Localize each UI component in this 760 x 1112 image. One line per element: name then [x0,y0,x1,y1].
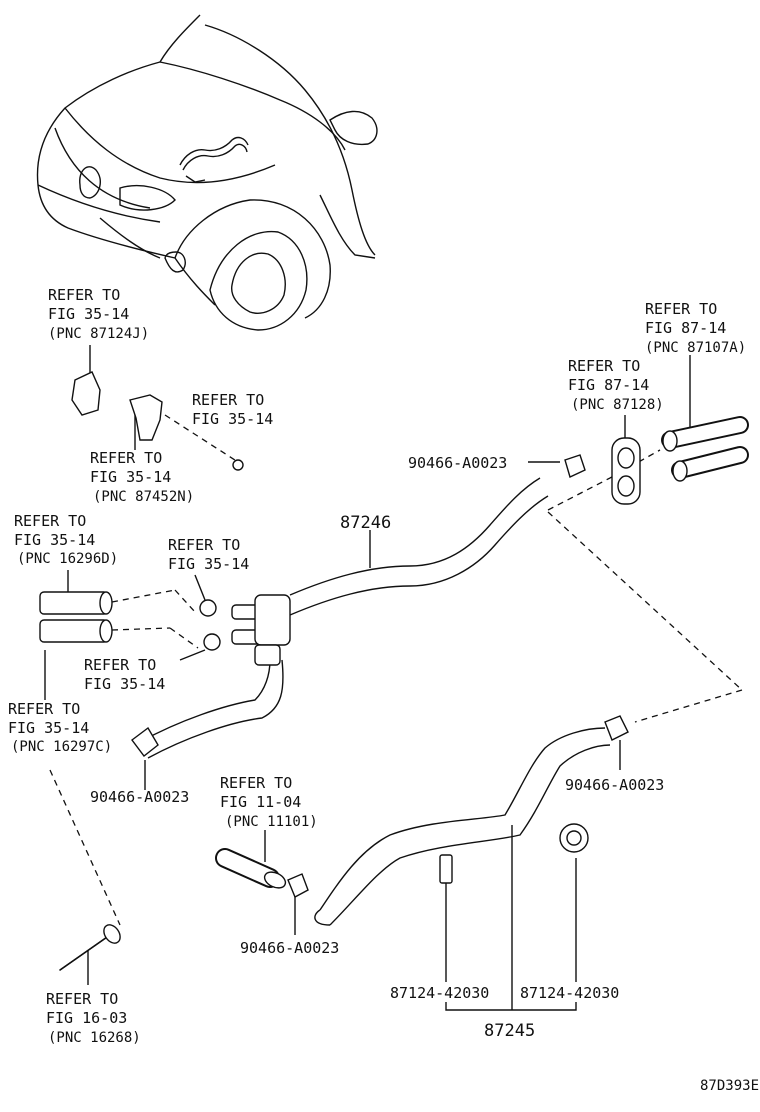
leader-lines [44,345,743,1011]
svg-text:REFER TO: REFER TO [46,990,118,1008]
refer-label-g: REFER TO FIG 35-14 (PNC 16297C) [8,700,112,755]
part-number-87246: 87246 [340,513,391,533]
refer-label-e: REFER TO FIG 35-14 [168,536,249,573]
svg-text:(PNC 16296D): (PNC 16296D) [17,551,118,567]
part-number-87245: 87245 [484,1021,535,1041]
part-number-grommet-2: 87124-42030 [520,984,619,1002]
part-number-clamp-right: 90466-A0023 [565,776,664,794]
svg-text:(PNC 87128): (PNC 87128) [571,397,664,413]
svg-text:FIG 35-14: FIG 35-14 [192,410,273,428]
svg-text:(PNC 87124J): (PNC 87124J) [48,326,149,342]
refer-label-i: REFER TO FIG 16-03 (PNC 16268) [46,990,141,1046]
svg-text:REFER TO: REFER TO [8,700,80,718]
svg-text:FIG 35-14: FIG 35-14 [84,675,165,693]
svg-text:REFER TO: REFER TO [84,656,156,674]
svg-text:REFER TO: REFER TO [90,449,162,467]
refer-label-j: REFER TO FIG 87-14 (PNC 87107A) [645,300,746,356]
refer-label-c: REFER TO FIG 35-14 (PNC 87452N) [90,449,194,505]
svg-text:FIG 35-14: FIG 35-14 [8,719,89,737]
svg-text:(PNC 11101): (PNC 11101) [225,814,318,830]
svg-text:FIG 11-04: FIG 11-04 [220,793,301,811]
svg-text:FIG 87-14: FIG 87-14 [645,319,726,337]
svg-text:(PNC 16268): (PNC 16268) [48,1030,141,1046]
svg-text:REFER TO: REFER TO [168,536,240,554]
hose-87245 [314,727,611,926]
vehicle-illustration [36,14,378,331]
svg-text:FIG 16-03: FIG 16-03 [46,1009,127,1027]
refer-label-f: REFER TO FIG 35-14 [84,656,165,693]
svg-text:REFER TO: REFER TO [568,357,640,375]
svg-text:FIG 87-14: FIG 87-14 [568,376,649,394]
clip-parts [71,371,629,898]
svg-text:REFER TO: REFER TO [192,391,264,409]
svg-text:(PNC 87452N): (PNC 87452N) [93,489,194,505]
svg-text:(PNC 87107A): (PNC 87107A) [645,340,746,356]
part-number-clamp-top: 90466-A0023 [408,454,507,472]
hose-87246 [139,477,549,759]
diagram-id: 87D393E [700,1078,759,1094]
svg-text:REFER TO: REFER TO [220,774,292,792]
svg-text:FIG 35-14: FIG 35-14 [14,531,95,549]
part-number-grommet-1: 87124-42030 [390,984,489,1002]
svg-text:REFER TO: REFER TO [48,286,120,304]
svg-text:FIG 35-14: FIG 35-14 [90,468,171,486]
part-number-clamp-bottom: 90466-A0023 [240,939,339,957]
svg-text:FIG 35-14: FIG 35-14 [168,555,249,573]
svg-text:FIG 35-14: FIG 35-14 [48,305,129,323]
svg-text:(PNC 16297C): (PNC 16297C) [11,739,112,755]
refer-label-a: REFER TO FIG 35-14 (PNC 87124J) [48,286,149,342]
refer-label-h: REFER TO FIG 11-04 (PNC 11101) [220,774,318,830]
part-number-clamp-left: 90466-A0023 [90,788,189,806]
pipe-connectors [39,416,749,971]
refer-label-k: REFER TO FIG 87-14 (PNC 87128) [568,357,664,413]
svg-text:REFER TO: REFER TO [14,512,86,530]
svg-text:REFER TO: REFER TO [645,300,717,318]
refer-label-b: REFER TO FIG 35-14 [192,391,273,428]
refer-label-d: REFER TO FIG 35-14 (PNC 16296D) [14,512,118,567]
